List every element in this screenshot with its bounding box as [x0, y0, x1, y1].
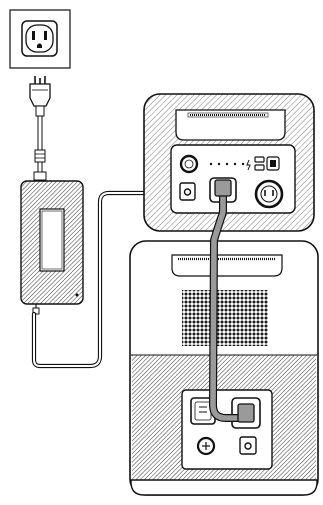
power-station-icon — [144, 94, 314, 231]
ac-plug-icon — [30, 76, 50, 116]
ac-adapter-icon — [21, 181, 83, 304]
upper-cord — [34, 116, 46, 180]
wall-outlet-icon — [10, 10, 70, 68]
battery-pack-icon — [130, 241, 318, 495]
